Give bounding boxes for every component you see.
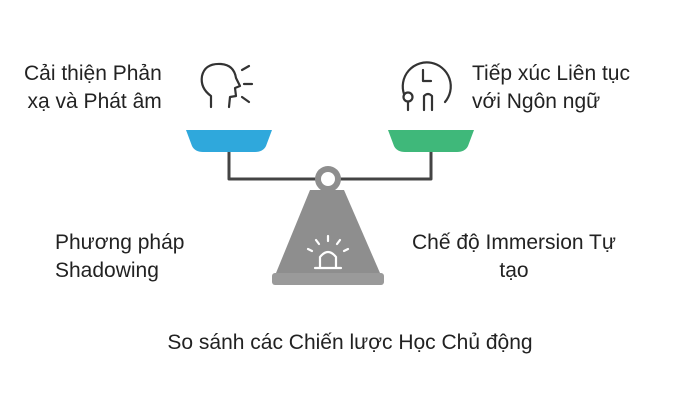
label-continuous-exposure: Tiếp xúc Liên tục với Ngôn ngữ — [472, 62, 630, 113]
clock-location-icon — [401, 61, 452, 112]
left-pan — [186, 130, 272, 152]
stand-base — [272, 273, 384, 285]
diagram-title: So sánh các Chiến lược Học Chủ động — [167, 331, 533, 354]
scale-stand — [272, 190, 384, 285]
label-self-immersion-mode: Chế độ Immersion Tự tạo — [412, 231, 616, 282]
label-shadowing-method: Phương pháp Shadowing — [55, 231, 185, 282]
scale-pivot — [315, 166, 341, 192]
siren-icon — [306, 234, 350, 270]
head-speaking-icon — [200, 62, 254, 109]
label-improve-reflex: Cải thiện Phản xạ và Phát âm — [24, 62, 162, 113]
right-pan — [388, 130, 474, 152]
stand-triangle — [276, 190, 380, 273]
